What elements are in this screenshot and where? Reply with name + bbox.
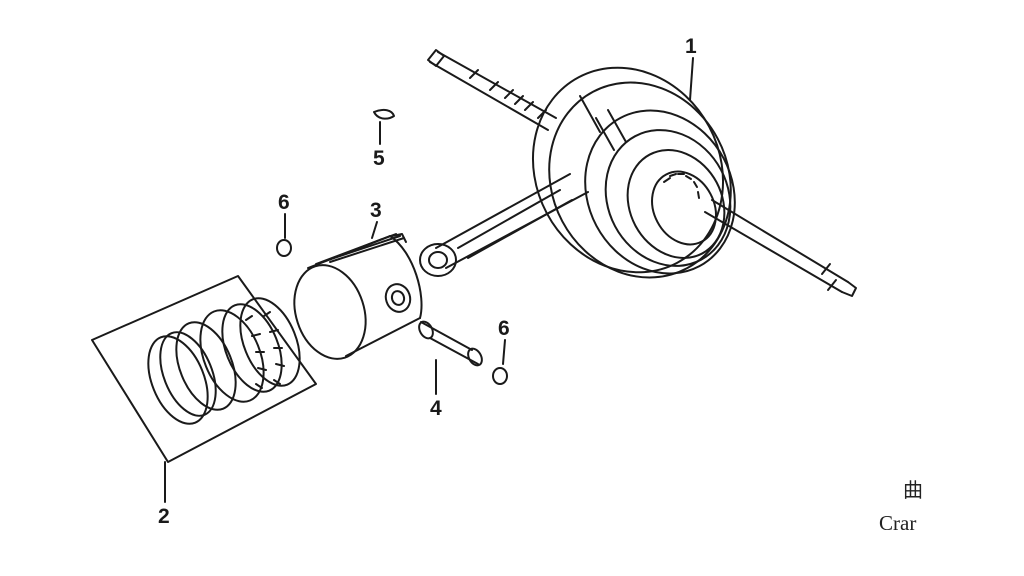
part-label-6-left: 6 bbox=[278, 191, 290, 214]
leader-line-6-right bbox=[502, 339, 506, 365]
part-label-1: 1 bbox=[685, 35, 697, 58]
clip-right-drawing bbox=[492, 367, 508, 385]
piston-pin-drawing bbox=[418, 320, 483, 367]
leader-line-1 bbox=[689, 57, 694, 101]
corner-caption-text: Crar bbox=[879, 511, 917, 535]
crankshaft-drawing bbox=[419, 49, 857, 297]
part-label-4: 4 bbox=[430, 397, 442, 420]
clip-left-drawing bbox=[276, 239, 292, 257]
part-label-5: 5 bbox=[373, 147, 385, 170]
key-drawing bbox=[373, 108, 395, 120]
part-label-6-right: 6 bbox=[498, 317, 510, 340]
part-label-3: 3 bbox=[370, 199, 382, 222]
leader-line-3 bbox=[371, 221, 378, 239]
piston-rings-drawing bbox=[91, 275, 317, 463]
piston-drawing bbox=[293, 233, 423, 360]
corner-cjk-text: 曲 bbox=[903, 480, 923, 502]
part-label-2: 2 bbox=[158, 505, 170, 528]
